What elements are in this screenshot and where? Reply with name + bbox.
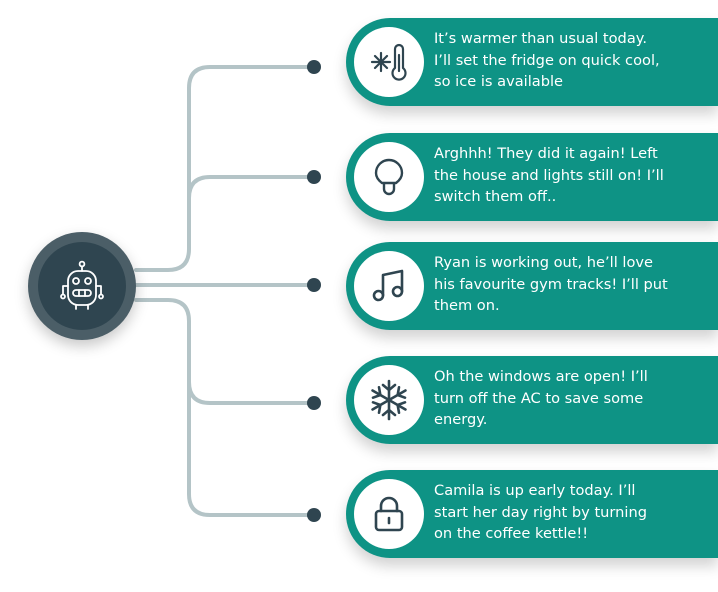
snowflake-thermometer-icon: [370, 43, 407, 81]
message-text: Oh the windows are open! I’ll turn off t…: [434, 368, 648, 428]
message-text: Camila is up early today. I’ll start her…: [434, 482, 647, 542]
lightbulb-icon: [374, 158, 404, 196]
assistant-hub-inner: [38, 242, 126, 330]
message-icon-circle: [354, 479, 424, 549]
message-text: Ryan is working out, he’ll love his favo…: [434, 254, 668, 314]
message-icon-circle: [354, 142, 424, 212]
assistant-hub: [28, 232, 136, 340]
message-card-music: Ryan is working out, he’ll love his favo…: [346, 242, 718, 330]
connector-dot-2: [307, 170, 321, 184]
connector-dot-5: [307, 508, 321, 522]
message-card-ac: Oh the windows are open! I’ll turn off t…: [346, 356, 718, 444]
message-icon-circle: [354, 251, 424, 321]
connector-dot-1: [307, 60, 321, 74]
connector-line-1: [134, 65, 314, 272]
message-text: Arghhh! They did it again! Left the hous…: [434, 145, 664, 205]
message-icon-circle: [354, 365, 424, 435]
lock-icon: [374, 496, 404, 532]
connector-line-4: [134, 298, 314, 517]
message-card-lights: Arghhh! They did it again! Left the hous…: [346, 133, 718, 221]
snowflake-icon: [371, 379, 407, 421]
connector-line-2: [187, 175, 314, 200]
message-card-kettle: Camila is up early today. I’ll start her…: [346, 470, 718, 558]
message-icon-circle: [354, 27, 424, 97]
message-text: It’s warmer than usual today. I’ll set t…: [434, 30, 660, 90]
connector-dot-3: [307, 278, 321, 292]
robot-icon: [60, 260, 104, 310]
message-card-fridge: It’s warmer than usual today. I’ll set t…: [346, 18, 718, 106]
connector-line-5: [187, 380, 314, 405]
music-note-icon: [372, 269, 404, 302]
connector-dot-4: [307, 396, 321, 410]
